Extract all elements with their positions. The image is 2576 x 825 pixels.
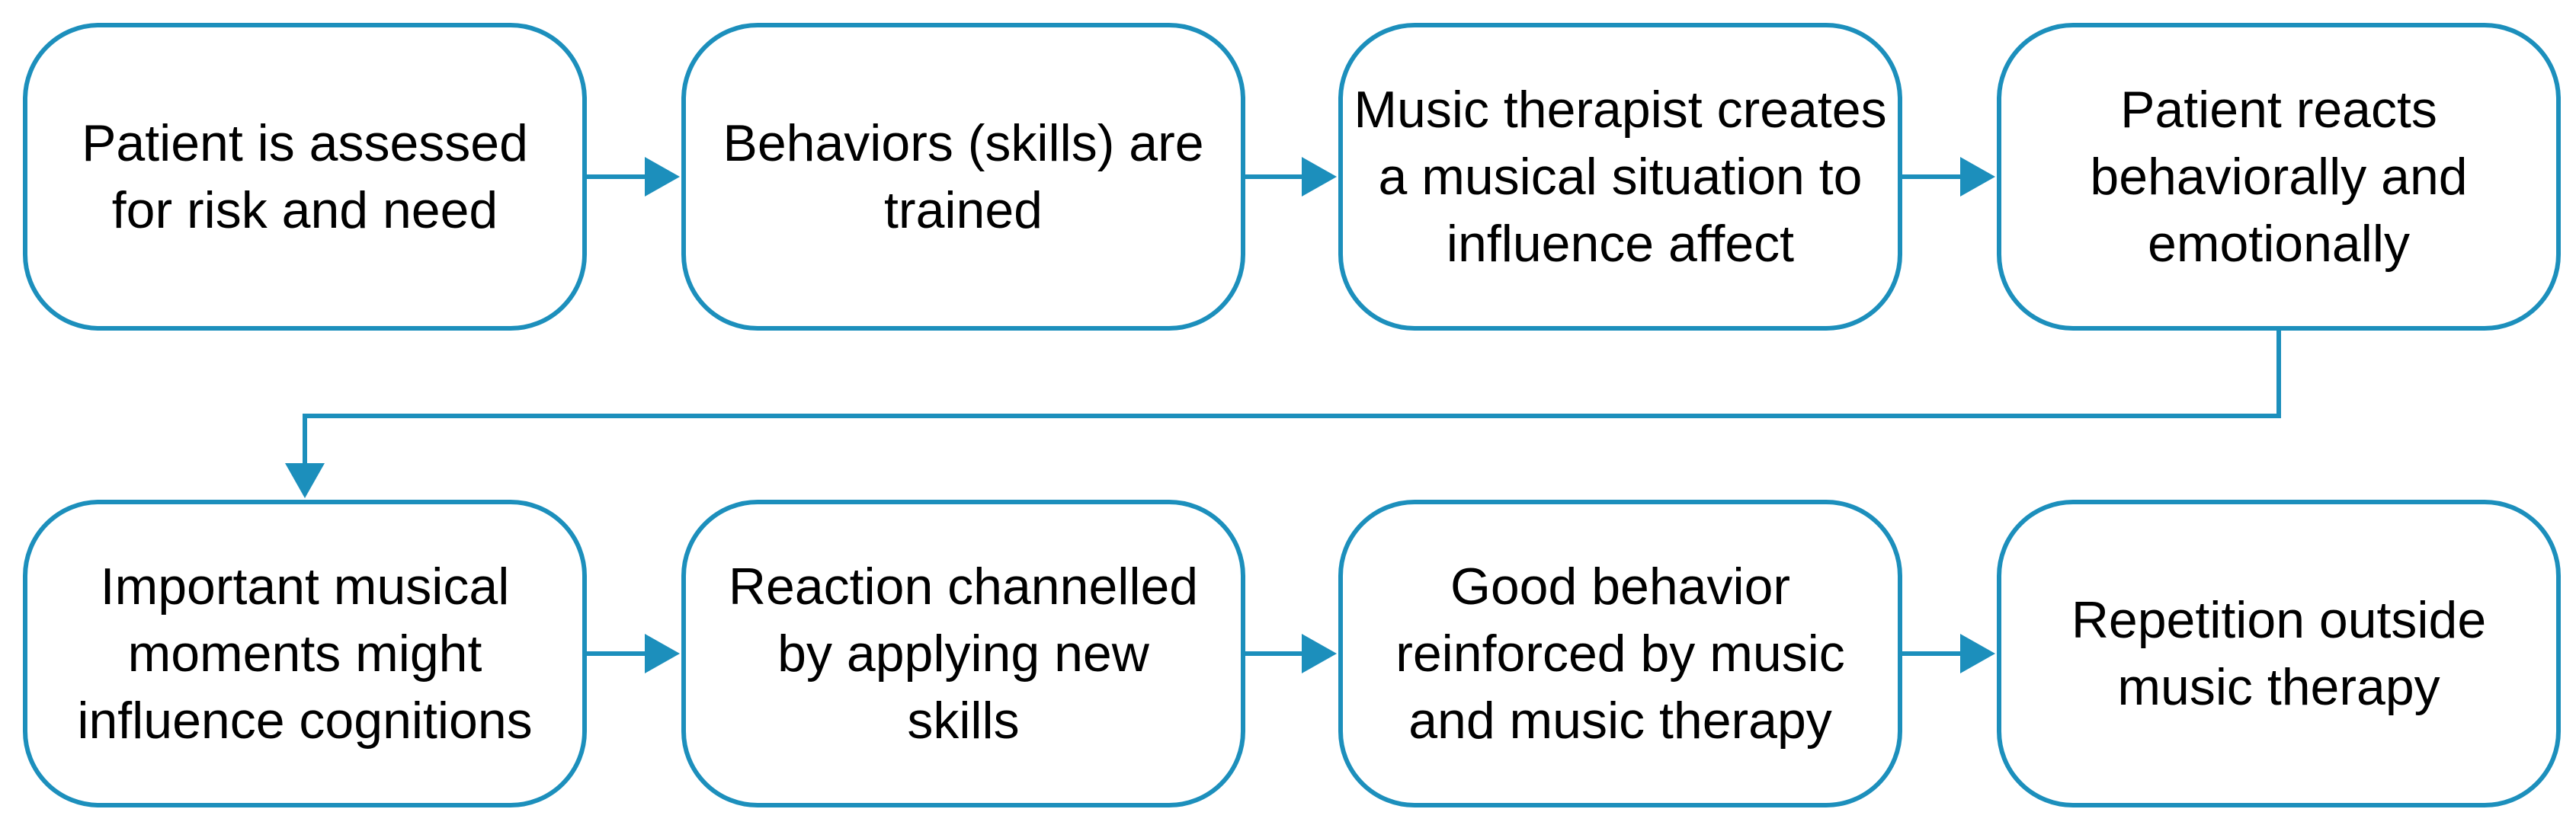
step-behaviors-trained: Behaviors (skills) are trained <box>681 23 1245 331</box>
step-label: Important musical moments might influenc… <box>77 558 533 750</box>
step-musical-moments: Important musical moments might influenc… <box>23 500 587 807</box>
step-label: Repetition outside music therapy <box>2071 591 2487 716</box>
step-behavior-reinforced: Good behavior reinforced by music and mu… <box>1338 500 1902 807</box>
edge-n5-n6 <box>587 634 680 673</box>
step-patient-assessed: Patient is assessed for risk and need <box>23 23 587 331</box>
step-reaction-channelled: Reaction channelled by applying new skil… <box>681 500 1245 807</box>
step-label: Music therapist creates a musical situat… <box>1354 81 1887 273</box>
edge-n2-n3 <box>1245 157 1337 197</box>
step-patient-reacts: Patient reacts behaviorally and emotiona… <box>1997 23 2561 331</box>
edge-n1-n2 <box>587 157 680 197</box>
edge-n3-n4 <box>1902 157 1995 197</box>
edge-n7-n8 <box>1902 634 1995 673</box>
step-label: Patient reacts behaviorally and emotiona… <box>2090 81 2468 273</box>
step-label: Good behavior reinforced by music and mu… <box>1395 558 1845 750</box>
step-repetition-outside: Repetition outside music therapy <box>1997 500 2561 807</box>
step-musical-situation: Music therapist creates a musical situat… <box>1338 23 1902 331</box>
step-label: Behaviors (skills) are trained <box>722 114 1204 239</box>
edge-n4-n5 <box>285 331 2281 498</box>
step-label: Patient is assessed for risk and need <box>82 114 528 239</box>
step-label: Reaction channelled by applying new skil… <box>728 558 1199 750</box>
edge-n6-n7 <box>1245 634 1337 673</box>
